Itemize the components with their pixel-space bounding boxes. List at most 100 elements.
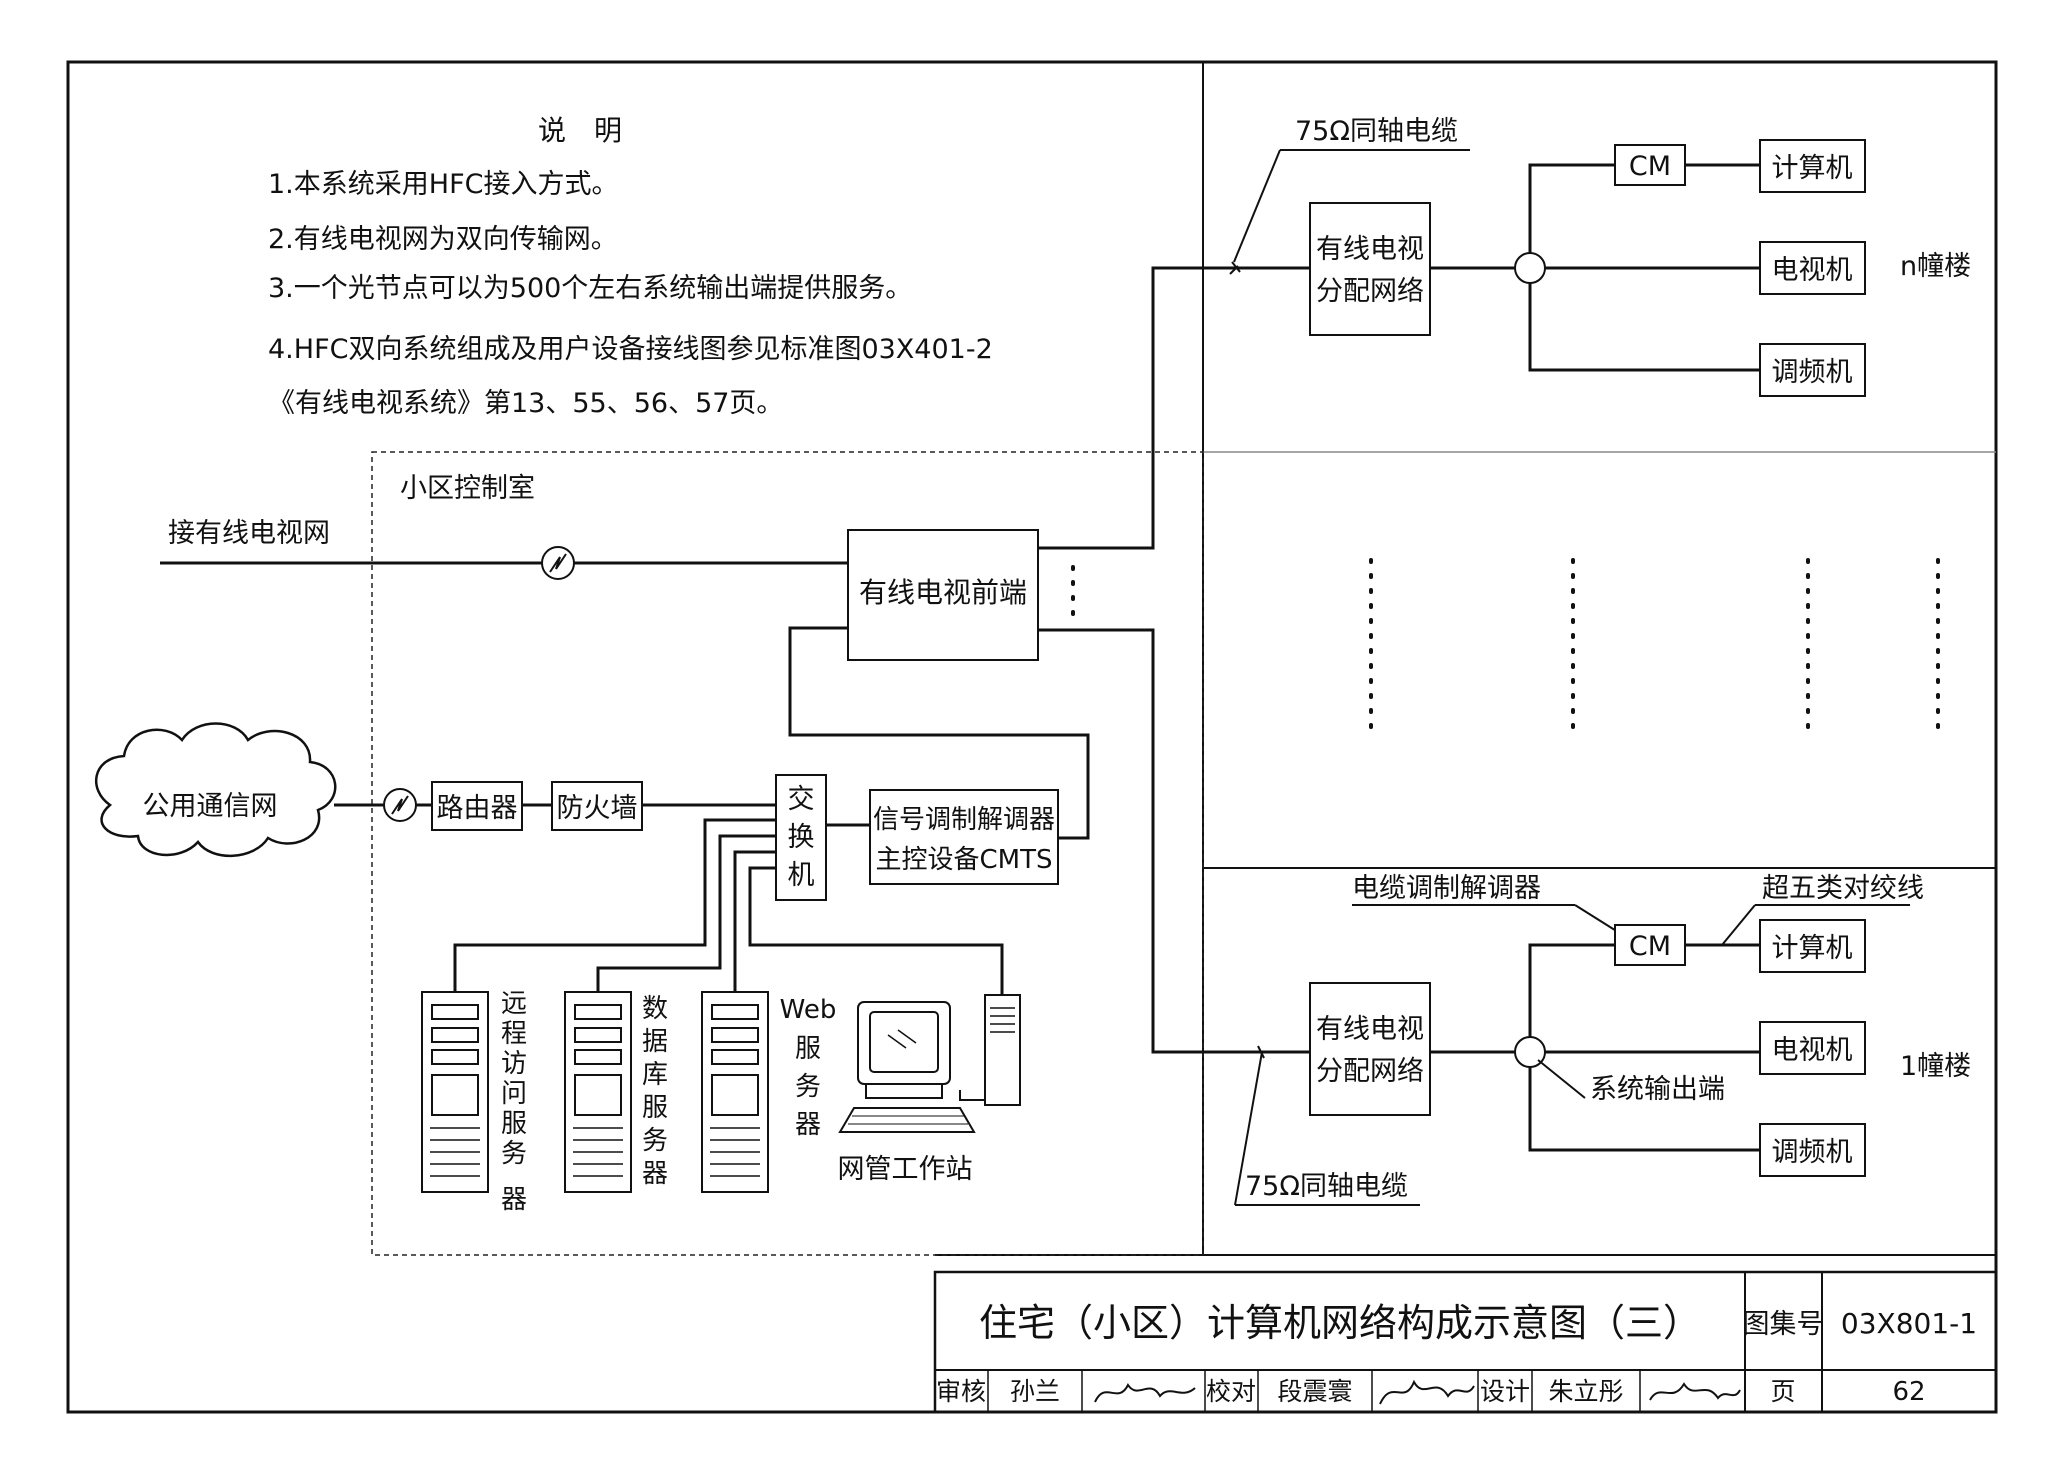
review-label: 审核: [936, 1377, 986, 1406]
splitter-icon: [1514, 252, 1546, 284]
computer-box-1: [1759, 919, 1866, 973]
cmts-box: [869, 789, 1059, 885]
atlas-label: 图集号: [1743, 1309, 1824, 1340]
check-label: 校对: [1206, 1377, 1256, 1406]
distribution-network-box-1: [1309, 982, 1431, 1116]
atlas-number: 03X801-1: [1841, 1307, 1977, 1340]
fm-box-n: [1759, 343, 1866, 397]
switch-label: 机: [788, 860, 815, 891]
web-server-label: 器: [795, 1110, 821, 1140]
coax-leader-1: [1234, 1051, 1263, 1206]
designer-signature: [1649, 1382, 1741, 1401]
workstation-label: 网管工作站: [838, 1154, 973, 1185]
cable-modem-leader: [1574, 904, 1619, 933]
remote-server-label: 远: [501, 989, 527, 1019]
web-server-title: Web: [780, 995, 837, 1025]
distribution-label-line2-n: 分配网络: [1316, 276, 1424, 307]
surge-protector-icon: [383, 788, 417, 822]
splitter-branch: [1528, 163, 1615, 253]
switch-label: 换: [788, 822, 815, 853]
splitter-branch: [1528, 1067, 1760, 1152]
distribution-label-line1-n: 有线电视: [1316, 234, 1424, 265]
headend-label: 有线电视前端: [859, 576, 1027, 609]
headend-box: [847, 529, 1039, 661]
drawing-frame: [66, 60, 1998, 1414]
splitter-branch: [1528, 283, 1760, 372]
notes-heading: 说 明: [538, 114, 622, 147]
switch-label: 交: [788, 784, 815, 815]
trunk-to-building-n: [1038, 266, 1310, 550]
trunk-to-building-1: [1038, 628, 1310, 1054]
remote-server-label: 务: [501, 1139, 527, 1169]
tv-box-n: [1759, 241, 1866, 295]
cm-label-n: CM: [1629, 151, 1671, 182]
page-number: 62: [1892, 1377, 1925, 1407]
switch-box: [775, 774, 827, 901]
building-n-label: n幢楼: [1900, 251, 1971, 282]
outlet-label: 系统输出端: [1590, 1074, 1725, 1105]
distribution-label-line2-1: 分配网络: [1316, 1056, 1424, 1087]
note-item: 2.有线电视网为双向传输网。: [268, 224, 618, 255]
computer-label-n: 计算机: [1772, 153, 1853, 184]
database-server-label: 数: [642, 994, 668, 1024]
coax-leader-n: [1233, 149, 1281, 263]
checker-name: 段震寰: [1277, 1377, 1352, 1406]
database-server-label: 务: [642, 1126, 668, 1156]
remote-server-label: 器: [501, 1185, 527, 1215]
title-block: [933, 1270, 1998, 1414]
control-room-boundary: [371, 451, 1204, 1256]
tv-label-n: 电视机: [1772, 255, 1853, 286]
designer-name: 朱立彤: [1548, 1377, 1623, 1406]
twisted-pair-label: 超五类对绞线: [1762, 873, 1924, 904]
splitter-branch: [1528, 943, 1615, 1037]
coax-label-1: 75Ω同轴电缆: [1245, 1171, 1408, 1202]
cm-label-1: CM: [1629, 931, 1671, 962]
cmts-to-headend-line: [788, 626, 1090, 840]
coax-marker: [1229, 261, 1241, 275]
remote-access-server-icon: [421, 991, 489, 1193]
remote-server-label: 程: [501, 1019, 527, 1049]
cable-modem-label: 电缆调制解调器: [1352, 873, 1541, 904]
cmts-label-line1: 信号调制解调器: [873, 805, 1055, 835]
computer-label-1: 计算机: [1772, 933, 1853, 964]
drawing-title: 住宅（小区）计算机网络构成示意图（三）: [979, 1301, 1701, 1345]
note-item: 《有线电视系统》第13、55、56、57页。: [268, 388, 783, 419]
database-server-label: 服: [642, 1093, 668, 1123]
database-server-label: 器: [642, 1159, 668, 1189]
switch-to-web-server: [733, 850, 776, 992]
note-item: 1.本系统采用HFC接入方式。: [268, 169, 618, 200]
fm-label-1: 调频机: [1772, 1137, 1853, 1168]
reviewer-name: 孙兰: [1010, 1377, 1060, 1406]
fm-box-1: [1759, 1123, 1866, 1177]
cmts-label-line2: 主控设备CMTS: [876, 845, 1053, 875]
switch-to-remote-server: [453, 818, 776, 992]
building-1-label: 1幢楼: [1900, 1051, 1971, 1082]
switch-to-workstation: [748, 866, 1004, 995]
reviewer-signature: [1094, 1383, 1196, 1403]
remote-server-label: 问: [501, 1079, 527, 1109]
note-item: 3.一个光节点可以为500个左右系统输出端提供服务。: [268, 273, 912, 304]
distribution-label-line1-1: 有线电视: [1316, 1014, 1424, 1045]
switch-to-database-server: [596, 834, 776, 992]
tv-box-1: [1759, 1021, 1866, 1075]
note-item: 4.HFC双向系统组成及用户设备接线图参见标准图03X401-2: [268, 334, 993, 365]
database-server-icon: [564, 991, 632, 1193]
web-server-icon: [701, 991, 769, 1193]
checker-signature: [1379, 1379, 1475, 1405]
database-server-label: 据: [642, 1027, 668, 1057]
web-server-label: 服: [795, 1034, 821, 1064]
control-room-label: 小区控制室: [400, 473, 535, 504]
tv-label-1: 电视机: [1772, 1035, 1853, 1066]
database-server-label: 库: [642, 1060, 668, 1090]
remote-server-label: 服: [501, 1109, 527, 1139]
workstation-icon: [838, 994, 1021, 1133]
remote-server-label: 访: [501, 1049, 527, 1079]
web-server-label: 务: [795, 1072, 821, 1102]
page-label: 页: [1770, 1377, 1795, 1406]
router-label: 路由器: [437, 793, 518, 824]
computer-box-n: [1759, 139, 1866, 193]
cable-tv-input-label: 接有线电视网: [168, 518, 330, 549]
coax-label-n: 75Ω同轴电缆: [1295, 116, 1458, 147]
firewall-label: 防火墙: [557, 793, 638, 824]
